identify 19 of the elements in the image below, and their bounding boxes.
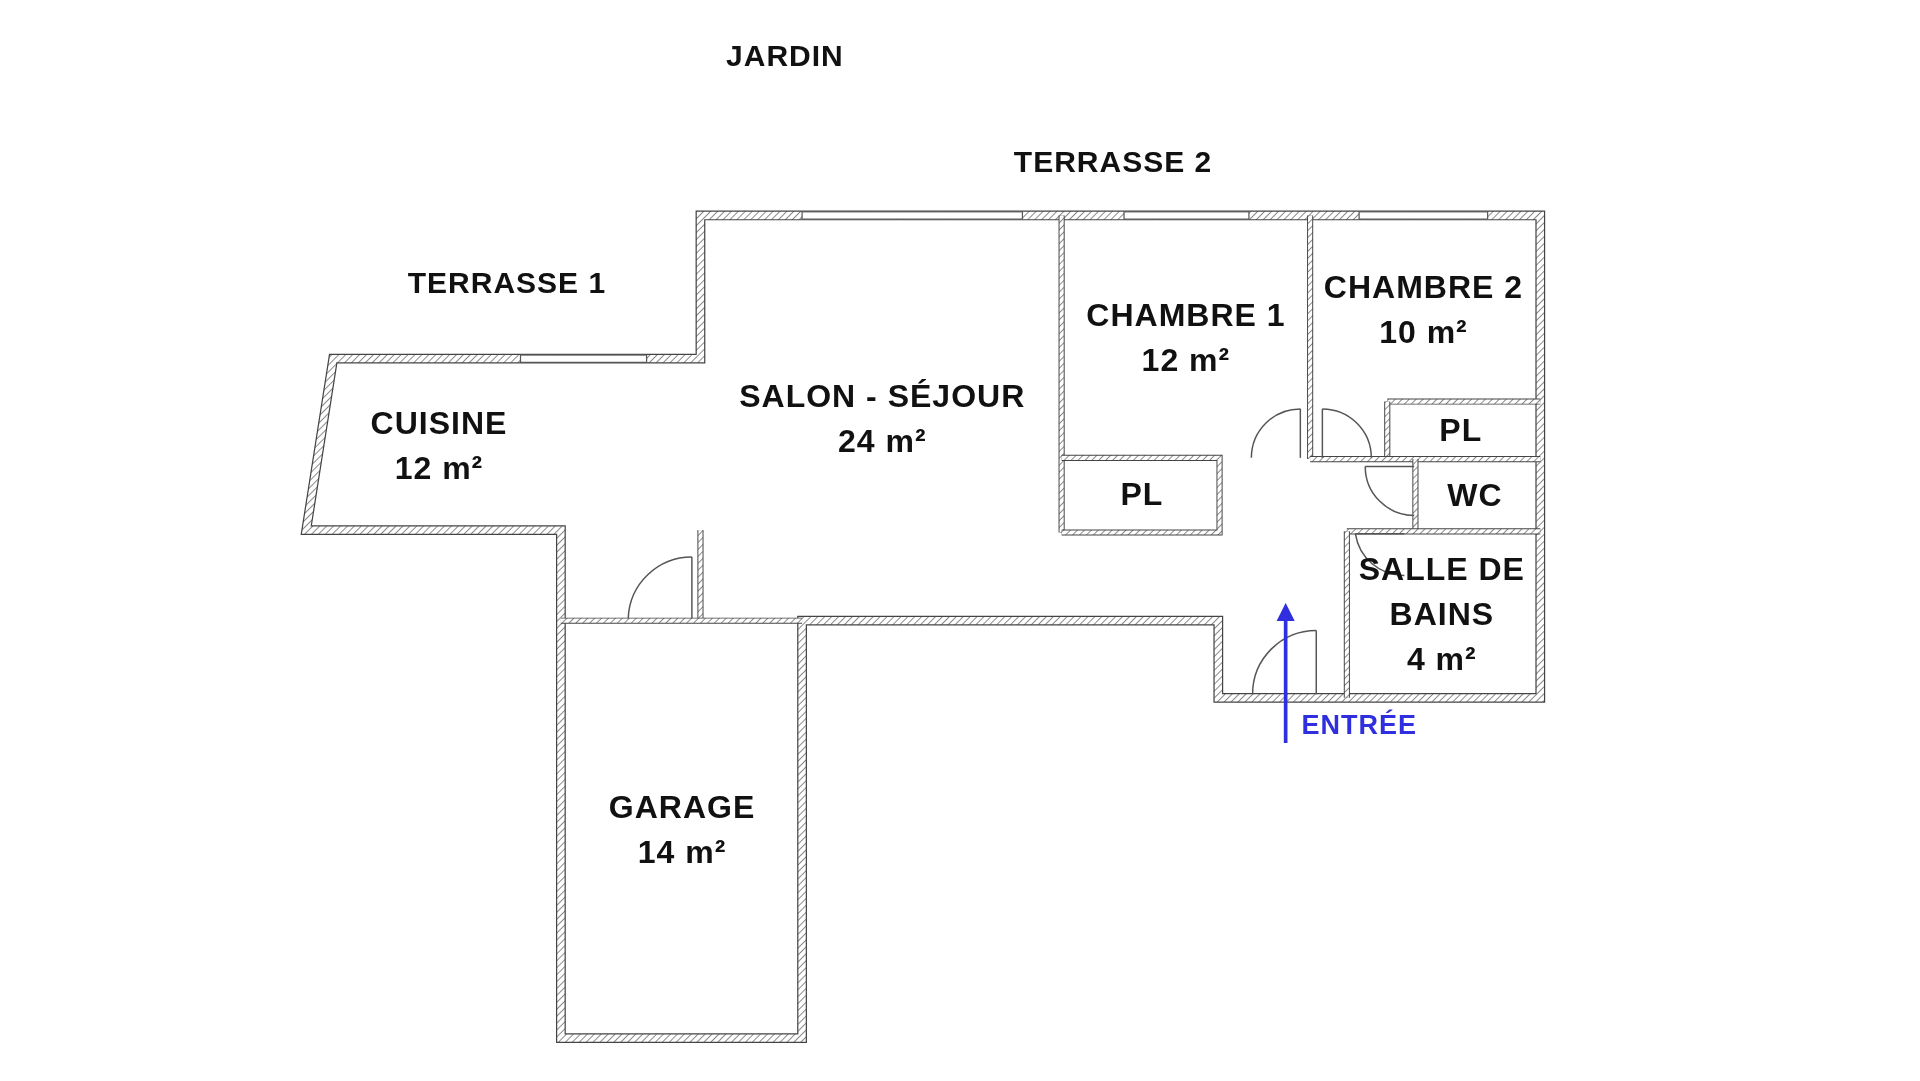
room-name: PL bbox=[1439, 410, 1483, 450]
room-name: PL bbox=[1120, 475, 1164, 515]
room-name: CHAMBRE 2 bbox=[1323, 268, 1524, 308]
room-name: GARAGE bbox=[608, 788, 756, 828]
room-name: CHAMBRE 1 bbox=[1086, 295, 1286, 335]
room-name: SALON - SÉJOUR bbox=[739, 377, 1026, 417]
room-area: 12 m² bbox=[394, 446, 484, 492]
room-name: SALLE DE BAINS bbox=[1357, 549, 1526, 634]
terrace-label: TERRASSE 2 bbox=[1013, 144, 1213, 179]
room-area: 12 m² bbox=[1141, 337, 1231, 383]
room-area: 10 m² bbox=[1379, 310, 1468, 356]
room-name: WC bbox=[1447, 475, 1503, 515]
room-area: 14 m² bbox=[637, 830, 727, 876]
room-name: CUISINE bbox=[370, 404, 508, 444]
room-area: 4 m² bbox=[1406, 636, 1477, 682]
terrace-label: TERRASSE 1 bbox=[407, 265, 607, 300]
entrance-label: ENTRÉE bbox=[1301, 709, 1417, 741]
garden-label: JARDIN bbox=[726, 39, 844, 74]
room-area: 24 m² bbox=[837, 419, 927, 465]
